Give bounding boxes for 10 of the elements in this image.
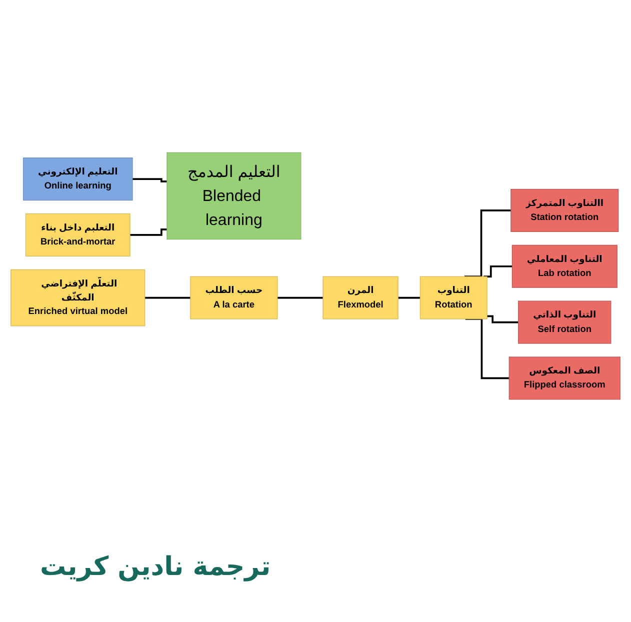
connector (132, 178, 167, 182)
connector (130, 228, 167, 236)
connector (484, 265, 512, 278)
connector (398, 296, 420, 299)
connector (487, 315, 518, 324)
connector (144, 296, 190, 299)
connector (277, 296, 323, 299)
credit-note: ترجمة نادين كريت (40, 552, 271, 582)
connector (464, 210, 511, 278)
connector (465, 318, 510, 380)
